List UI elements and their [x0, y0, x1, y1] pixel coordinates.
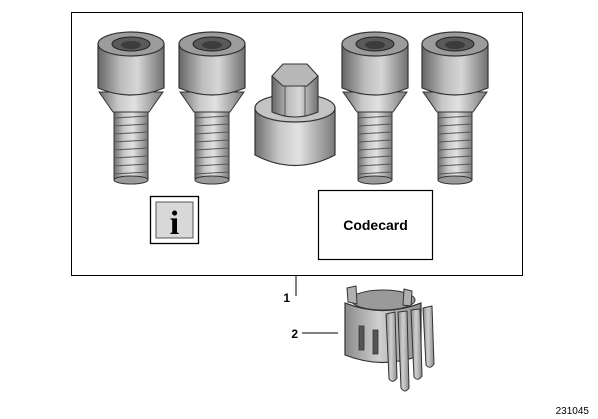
diagram-id: 231045: [556, 406, 590, 417]
info-glyph: i: [170, 205, 179, 242]
lock-bolt-4: [421, 31, 489, 185]
info-icon: i: [149, 195, 200, 245]
codecard: Codecard: [317, 189, 434, 261]
storage-clip: [344, 285, 435, 392]
callout-1-number: 1: [283, 291, 290, 305]
wrench-adapter: [254, 63, 336, 167]
lock-bolt-1: [97, 31, 165, 185]
callout-2-number: 2: [291, 327, 298, 341]
kit-frame: [71, 12, 523, 276]
lock-bolt-2: [178, 31, 246, 185]
lock-bolt-3: [341, 31, 409, 185]
codecard-label: Codecard: [343, 217, 408, 233]
